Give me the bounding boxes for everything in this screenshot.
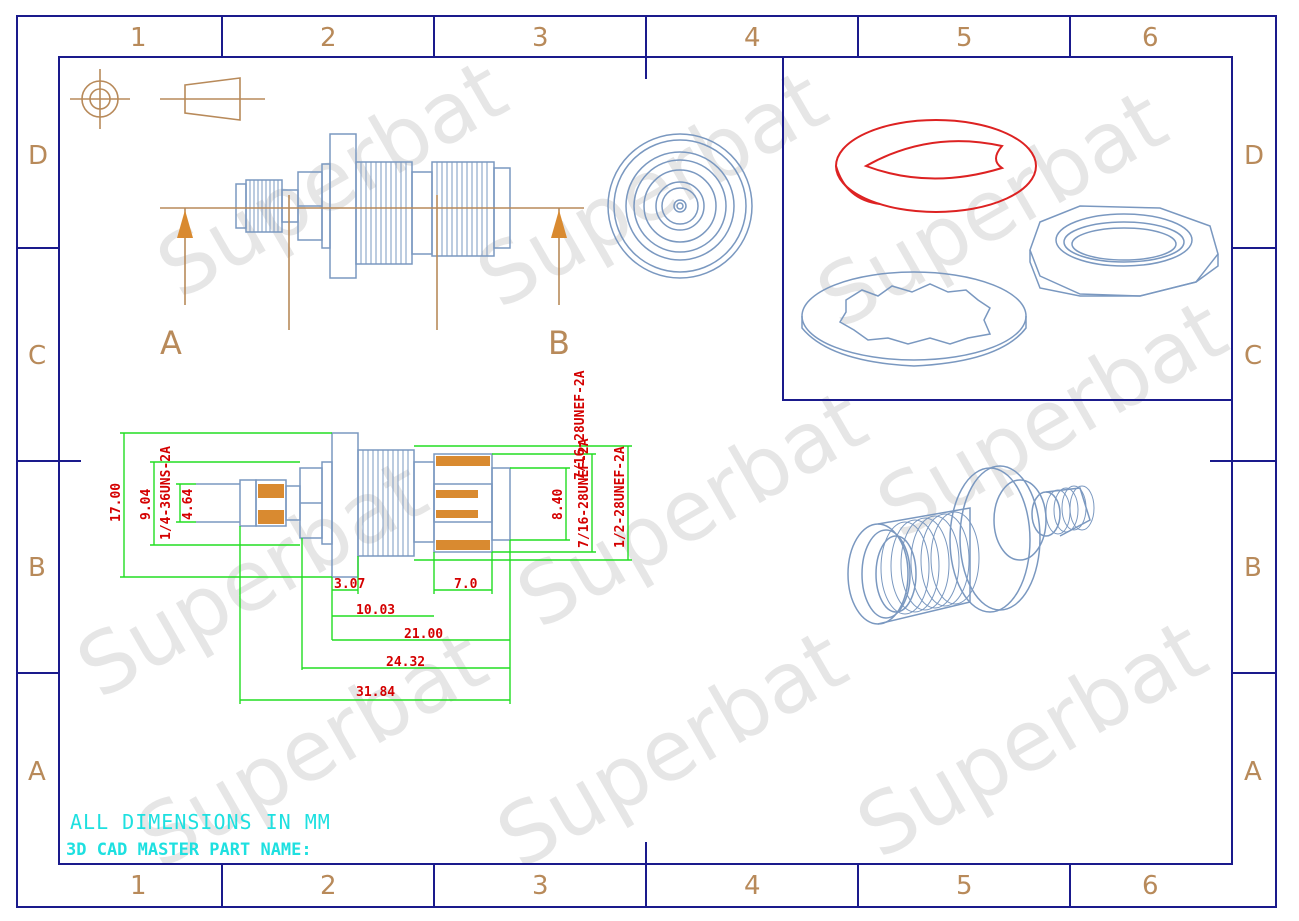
section-hatching bbox=[258, 456, 490, 550]
hex-nut bbox=[1029, 205, 1219, 297]
column-labels-top: 1 2 3 4 5 6 bbox=[130, 23, 1159, 53]
column-label: 5 bbox=[956, 871, 973, 901]
connector-end-view bbox=[607, 133, 753, 279]
section-label-a: A bbox=[160, 324, 182, 362]
column-label: 6 bbox=[1142, 23, 1159, 53]
watermark: Superbat bbox=[461, 51, 842, 328]
column-label: 2 bbox=[320, 23, 337, 53]
sheet-frame bbox=[16, 15, 1277, 908]
row-label: C bbox=[1244, 341, 1262, 371]
row-labels-left: D C B A bbox=[28, 141, 48, 787]
row-label: D bbox=[1244, 141, 1264, 171]
row-label: A bbox=[1244, 757, 1262, 787]
section-markers bbox=[160, 195, 584, 330]
dim-thread-1-2: 1/2-28UNEF-2A bbox=[613, 446, 628, 548]
watermark: Superbat bbox=[841, 601, 1222, 878]
section-arrow-a bbox=[177, 210, 193, 238]
part-name-note: 3D CAD MASTER PART NAME: bbox=[66, 840, 312, 860]
column-label: 2 bbox=[320, 871, 337, 901]
dim-thread-7-16-side: 7/16-28UNEF-2A bbox=[577, 438, 592, 548]
dim-7-0: 7.0 bbox=[454, 577, 478, 592]
row-label: C bbox=[28, 341, 46, 371]
lock-washer bbox=[801, 271, 1027, 367]
column-label: 6 bbox=[1142, 871, 1159, 901]
dim-8-40: 8.40 bbox=[551, 489, 566, 520]
column-label: 3 bbox=[532, 23, 549, 53]
watermark: Superbat bbox=[861, 281, 1242, 558]
dim-21-00: 21.00 bbox=[404, 627, 443, 642]
column-label: 1 bbox=[130, 871, 147, 901]
column-label: 5 bbox=[956, 23, 973, 53]
section-arrow-b bbox=[551, 210, 567, 238]
column-label: 4 bbox=[744, 23, 761, 53]
units-note: ALL DIMENSIONS IN MM bbox=[70, 810, 331, 834]
dim-10-03: 10.03 bbox=[356, 603, 395, 618]
connector-3d-view bbox=[847, 465, 1095, 625]
dim-31-84: 31.84 bbox=[356, 685, 395, 700]
row-label: B bbox=[28, 553, 46, 583]
dim-3-07: 3.07 bbox=[334, 577, 365, 592]
row-label: D bbox=[28, 141, 48, 171]
watermark: Superbat bbox=[141, 41, 522, 318]
dimension-labels: 17.00 9.04 1/4-36UNS-2A 4.64 7/16-28UNEF… bbox=[109, 370, 628, 700]
column-label: 4 bbox=[744, 871, 761, 901]
dim-thread-1-4: 1/4-36UNS-2A bbox=[159, 446, 174, 540]
connector-section-view bbox=[196, 432, 511, 578]
row-label: B bbox=[1244, 553, 1262, 583]
watermark: Superbat bbox=[481, 611, 862, 888]
gasket-ring bbox=[835, 119, 1037, 213]
connector-side-view bbox=[235, 133, 511, 279]
section-label-b: B bbox=[548, 324, 570, 362]
dim-4-64: 4.64 bbox=[181, 489, 196, 520]
row-labels-right: D C B A bbox=[1244, 141, 1264, 787]
column-labels-bottom: 1 2 3 4 5 6 bbox=[130, 871, 1159, 901]
dimension-lines bbox=[120, 432, 632, 704]
column-label: 1 bbox=[130, 23, 147, 53]
watermarks: Superbat Superbat Superbat Superbat Supe… bbox=[61, 41, 1242, 888]
dim-thread-7-16-top: 7/16-28UNEF-2A bbox=[573, 370, 588, 480]
projection-symbol bbox=[70, 69, 265, 129]
watermark: Superbat bbox=[801, 71, 1182, 348]
dim-17-00: 17.00 bbox=[109, 483, 124, 522]
dim-24-32: 24.32 bbox=[386, 655, 425, 670]
row-label: A bbox=[28, 757, 46, 787]
column-label: 3 bbox=[532, 871, 549, 901]
dim-9-04: 9.04 bbox=[139, 489, 154, 520]
